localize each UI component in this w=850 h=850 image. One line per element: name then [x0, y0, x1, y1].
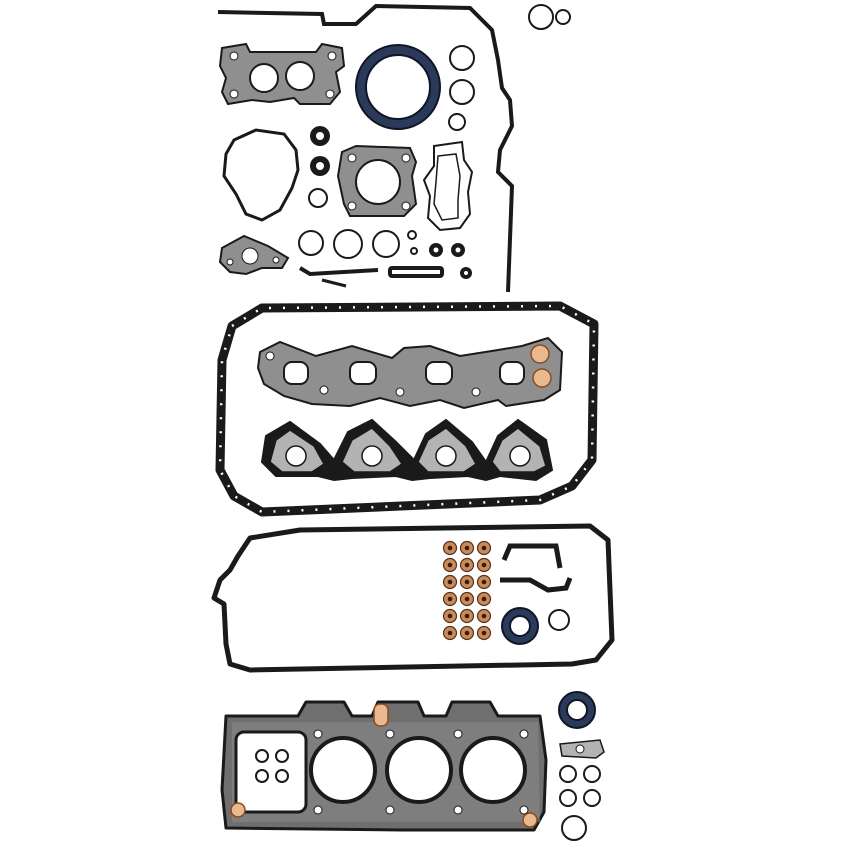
valve-stem-seals	[442, 540, 492, 641]
intake-manifold-gasket	[256, 336, 564, 410]
valve-cover-gasket	[211, 523, 615, 673]
timing-belt-cover-gasket	[217, 3, 515, 293]
camshaft-seal-bracket	[500, 543, 573, 631]
valve-stem-seal-bore	[481, 596, 487, 602]
valve-stem-seal-bore	[481, 579, 487, 585]
valve-stem-seal-bore	[447, 630, 453, 636]
oil-pan-gasket	[215, 301, 599, 517]
valve-stem-seal-bore	[447, 545, 453, 551]
valve-stem-seal-bore	[464, 596, 470, 602]
valve-stem-seal-bore	[481, 630, 487, 636]
small-o-rings	[559, 765, 601, 841]
valve-stem-seal-bore	[447, 579, 453, 585]
cylinder-head-gasket	[220, 700, 548, 832]
valve-stem-seal-bore	[464, 613, 470, 619]
valve-stem-seal-bore	[481, 613, 487, 619]
valve-stem-seal-bore	[481, 562, 487, 568]
valve-stem-seal-bore	[447, 596, 453, 602]
distributor-seal	[558, 691, 596, 729]
valve-stem-seal-bore	[447, 562, 453, 568]
valve-stem-seal-bore	[481, 545, 487, 551]
crankshaft-seal-large	[355, 44, 441, 130]
throttle-body-gasket	[336, 144, 418, 217]
thermostat-housing-gasket	[422, 140, 474, 232]
camshaft-seal	[501, 607, 539, 645]
valve-stem-seal-bore	[447, 613, 453, 619]
o-ring-top-right	[528, 4, 571, 30]
valve-stem-seal-bore	[464, 579, 470, 585]
o-rings-column	[448, 45, 475, 131]
valve-stem-seal-bore	[464, 562, 470, 568]
valve-stem-seal-bore	[464, 545, 470, 551]
water-pump-gasket	[222, 128, 300, 222]
exhaust-manifold-gasket	[260, 418, 554, 482]
valve-stem-seal-bore	[464, 630, 470, 636]
o-rings-row	[298, 229, 472, 279]
egr-flange-gasket	[218, 234, 290, 276]
throttle-body-gasket-upper	[218, 42, 346, 106]
small-seals	[308, 126, 330, 208]
small-flange-gasket	[559, 739, 605, 759]
